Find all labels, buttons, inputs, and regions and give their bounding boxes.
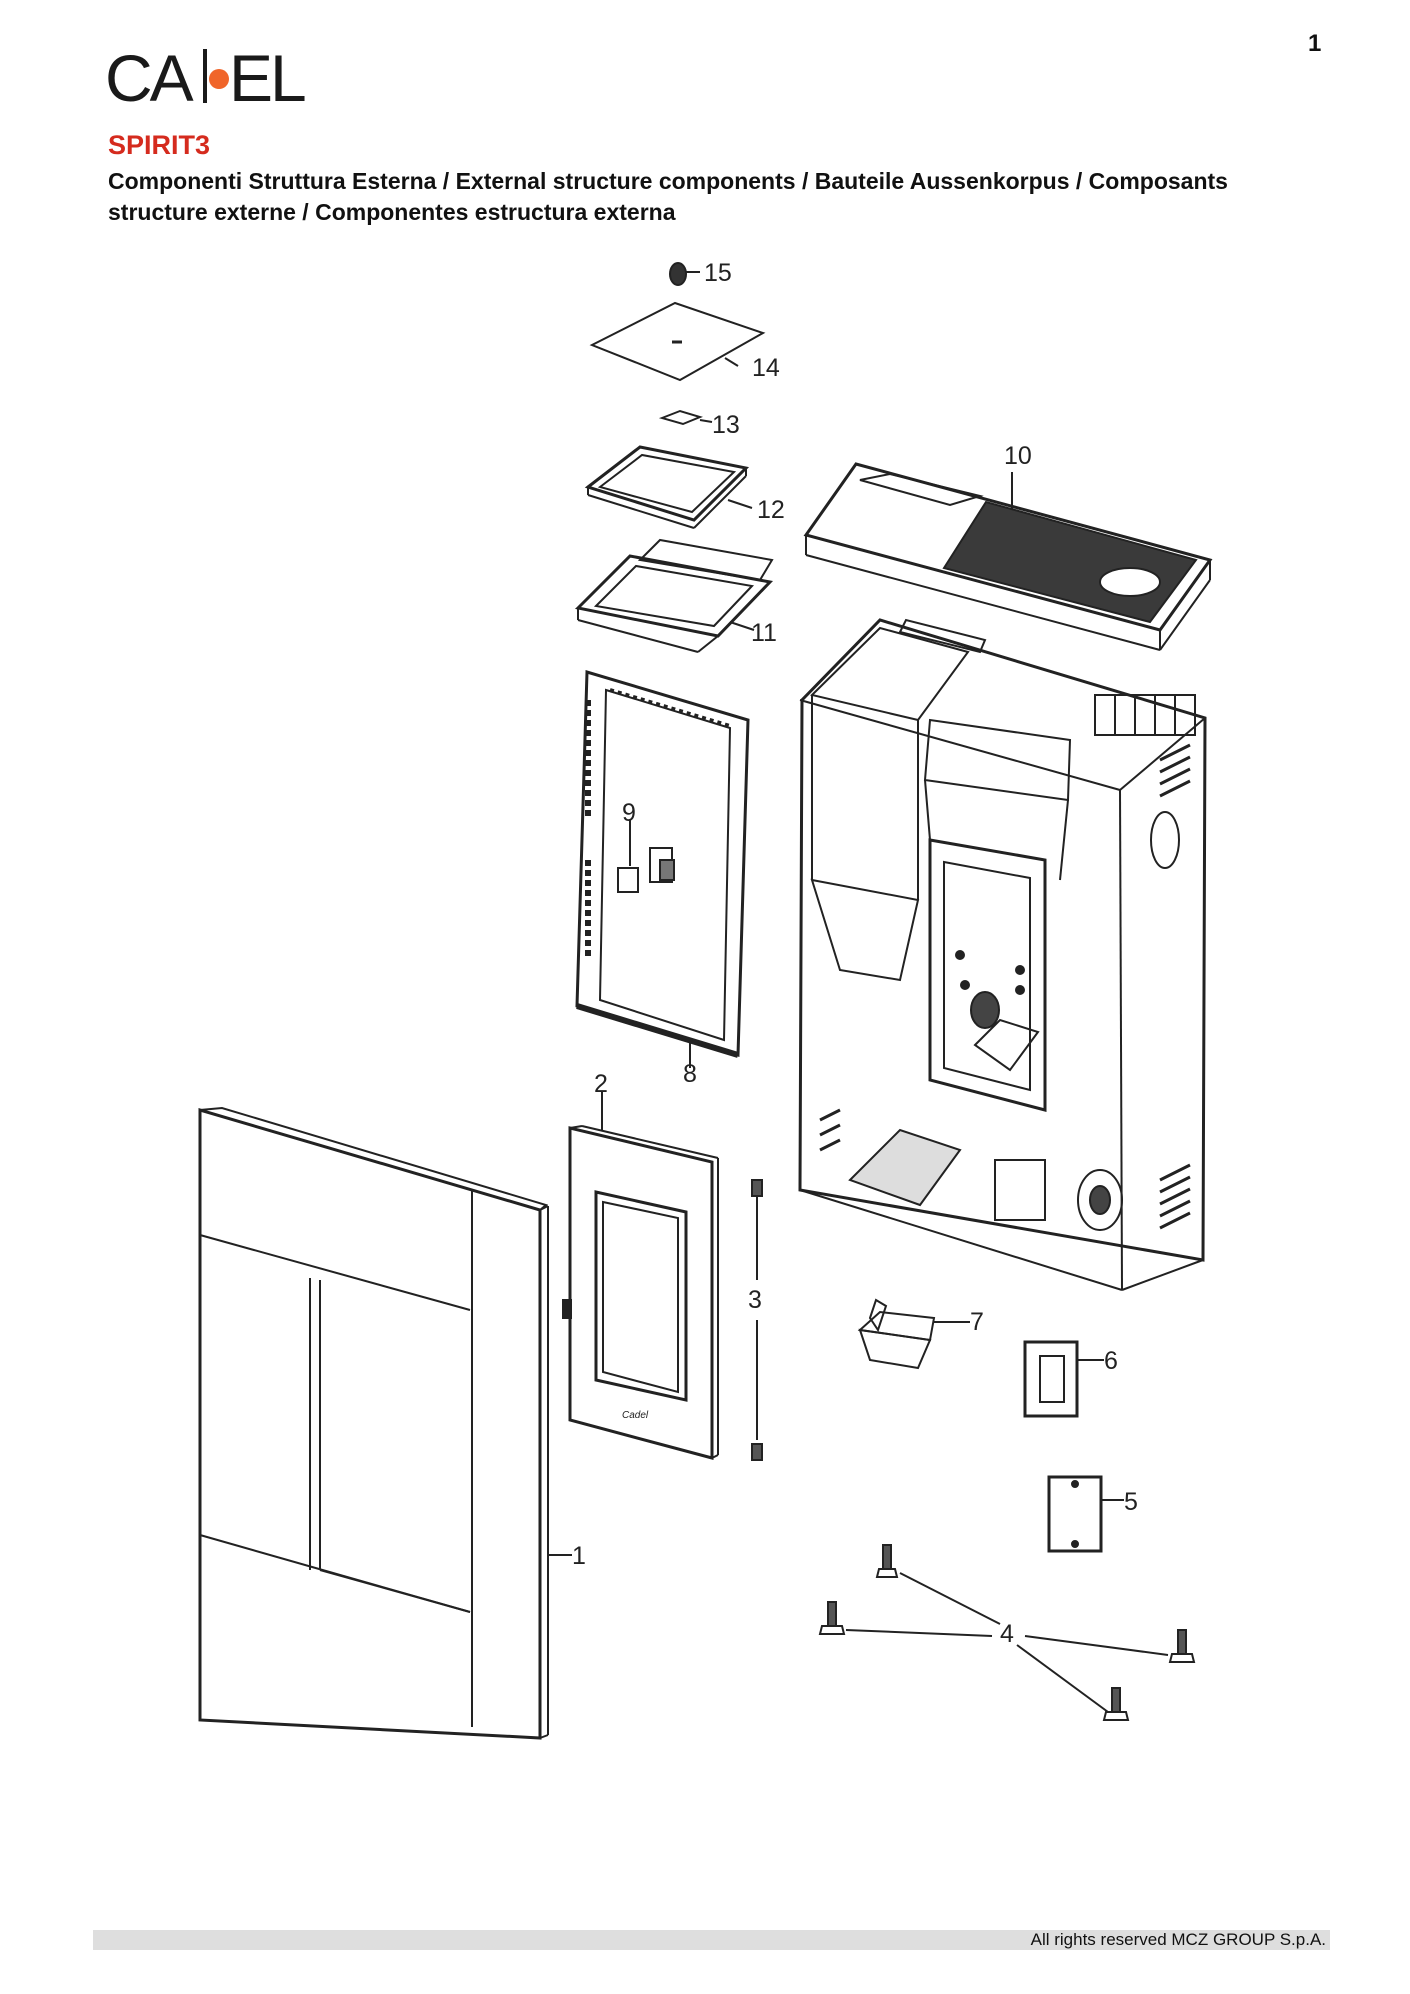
footer-copyright: All rights reserved MCZ GROUP S.p.A. xyxy=(1030,1930,1326,1949)
callout-2: 2 xyxy=(594,1070,608,1098)
svg-text:EL: EL xyxy=(229,45,305,107)
part-11-lid-frame xyxy=(574,538,774,653)
callout-15: 15 xyxy=(704,259,732,287)
callout-12: 12 xyxy=(757,496,785,524)
part-14-top-plate xyxy=(589,301,766,382)
callout-11: 11 xyxy=(751,619,777,647)
part-12-tray xyxy=(584,445,753,529)
callout-6: 6 xyxy=(1104,1347,1118,1375)
part-10-top-cover xyxy=(803,462,1213,651)
part-13-clip xyxy=(658,409,713,426)
cadel-logo: CA EL xyxy=(105,45,308,107)
callout-10: 10 xyxy=(1004,442,1032,470)
callout-8: 8 xyxy=(683,1060,697,1088)
part-6-frame xyxy=(1023,1340,1104,1418)
footer-bar xyxy=(93,1930,1330,1950)
section-subtitle: Componenti Struttura Esterna / External … xyxy=(108,168,1228,225)
part-2-door: Cadel xyxy=(562,1092,719,1460)
part-8-side-panel xyxy=(575,670,750,1068)
callout-5: 5 xyxy=(1124,1488,1138,1516)
part-1-front-panel xyxy=(198,1106,572,1740)
part-4-feet xyxy=(818,1544,1196,1721)
callout-4: 4 xyxy=(1000,1620,1014,1648)
callout-9: 9 xyxy=(622,799,636,827)
part-9-brackets xyxy=(617,820,675,893)
callout-7: 7 xyxy=(970,1308,984,1336)
svg-text:CA: CA xyxy=(105,45,194,107)
stove-body xyxy=(798,618,1207,1291)
part-3-cord xyxy=(751,1179,763,1461)
callout-14: 14 xyxy=(752,354,780,382)
part-7-burn-pot xyxy=(857,1298,970,1370)
svg-text:Cadel: Cadel xyxy=(622,1410,649,1421)
logo-dot-icon xyxy=(209,69,229,89)
callout-1: 1 xyxy=(572,1542,586,1570)
page-number: 1 xyxy=(1308,30,1322,57)
product-title: SPIRIT3 xyxy=(108,130,211,160)
part-15-knob xyxy=(669,262,700,286)
callout-3: 3 xyxy=(748,1286,762,1314)
part-5-plate xyxy=(1047,1475,1124,1553)
callout-13: 13 xyxy=(712,411,740,439)
